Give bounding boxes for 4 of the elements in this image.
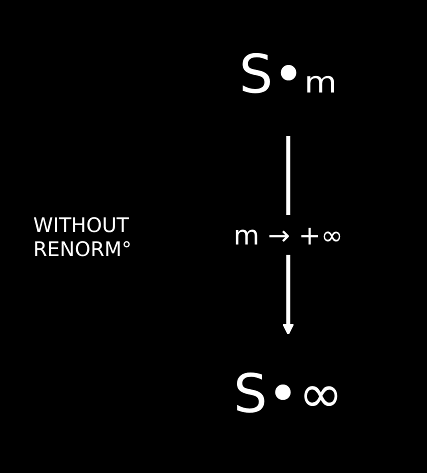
node-text: S•ₘ: [239, 44, 338, 106]
node-text: S•∞: [234, 363, 344, 425]
edge-label: m → +∞: [234, 218, 344, 250]
note-text: WITHOUT RENORM°: [33, 212, 133, 260]
